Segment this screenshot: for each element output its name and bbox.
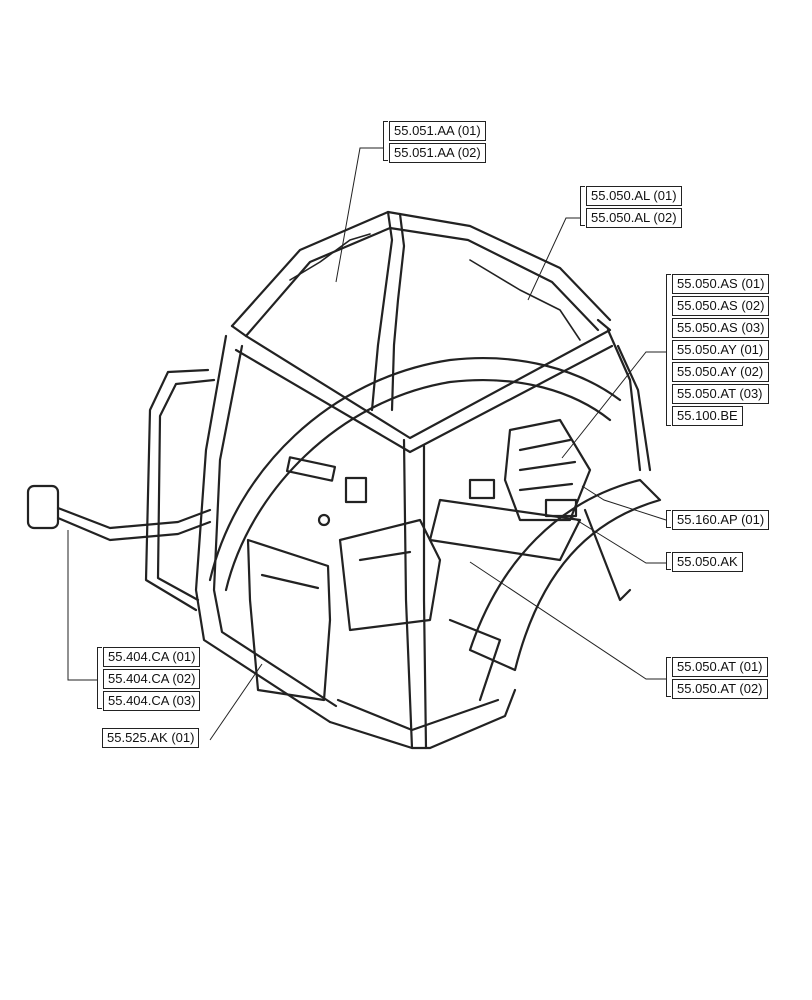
ref-group-55-525-ak: 55.525.AK (01) xyxy=(102,728,200,750)
ref-label[interactable]: 55.050.AK xyxy=(672,552,743,572)
ref-label[interactable]: 55.051.AA (01) xyxy=(389,121,486,141)
ref-label[interactable]: 55.050.AT (02) xyxy=(672,679,768,699)
ref-group-55-051-aa: 55.051.AA (01) 55.051.AA (02) xyxy=(383,121,486,165)
ref-label[interactable]: 55.160.AP (01) xyxy=(672,510,770,530)
ref-label[interactable]: 55.404.CA (02) xyxy=(103,669,201,689)
ref-group-55-050-at: 55.050.AT (01) 55.050.AT (02) xyxy=(666,657,768,701)
ref-label[interactable]: 55.050.AT (01) xyxy=(672,657,768,677)
ref-group-55-160-ap: 55.160.AP (01) xyxy=(666,510,770,532)
ref-label[interactable]: 55.525.AK (01) xyxy=(102,728,200,748)
ref-label[interactable]: 55.050.AT (03) xyxy=(672,384,770,404)
leader-lines xyxy=(67,147,667,741)
ref-label[interactable]: 55.050.AY (01) xyxy=(672,340,770,360)
ref-label[interactable]: 55.051.AA (02) xyxy=(389,143,486,163)
ref-label[interactable]: 55.404.CA (01) xyxy=(103,647,201,667)
ref-label[interactable]: 55.100.BE xyxy=(672,406,743,426)
ref-label[interactable]: 55.050.AL (02) xyxy=(586,208,682,228)
ref-group-55-404-ca: 55.404.CA (01) 55.404.CA (02) 55.404.CA … xyxy=(97,647,201,713)
ref-group-55-050-as: 55.050.AS (01) 55.050.AS (02) 55.050.AS … xyxy=(666,274,770,428)
cab-frame-drawing xyxy=(26,210,662,750)
ref-label[interactable]: 55.050.AS (01) xyxy=(672,274,770,294)
ref-group-55-050-ak: 55.050.AK xyxy=(666,552,743,574)
ref-group-55-050-al: 55.050.AL (01) 55.050.AL (02) xyxy=(580,186,682,230)
ref-label[interactable]: 55.050.AL (01) xyxy=(586,186,682,206)
ref-label[interactable]: 55.050.AS (02) xyxy=(672,296,770,316)
ref-label[interactable]: 55.404.CA (03) xyxy=(103,691,201,711)
ref-label[interactable]: 55.050.AY (02) xyxy=(672,362,770,382)
ref-label[interactable]: 55.050.AS (03) xyxy=(672,318,770,338)
